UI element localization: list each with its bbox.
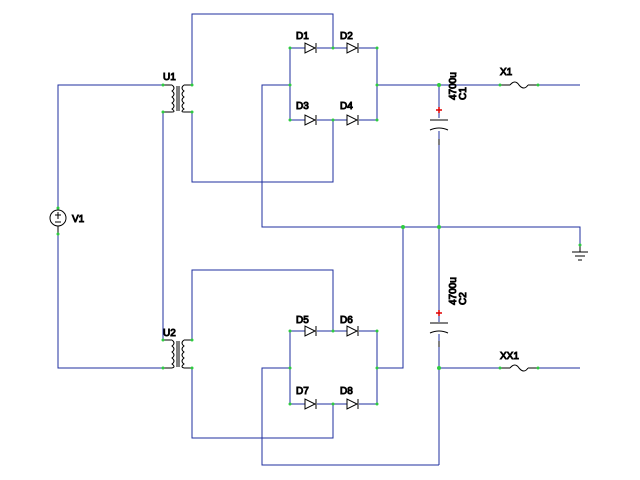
voltage-source-v1[interactable]: V1 xyxy=(49,209,85,234)
u1-label: U1 xyxy=(163,72,176,83)
junction-dot xyxy=(437,366,441,370)
pin-dot xyxy=(190,110,194,114)
capacitor-icon xyxy=(429,322,449,347)
transformer-u1[interactable]: U1 xyxy=(163,72,192,113)
capacitor-c1[interactable]: 4700u C1 xyxy=(429,72,470,145)
ground-icon xyxy=(572,245,588,261)
pin-dot xyxy=(56,206,60,210)
diode-d4[interactable]: D4 xyxy=(340,101,359,126)
diode-d5[interactable]: D5 xyxy=(296,315,317,337)
pin-dot xyxy=(288,402,292,406)
pin-dot xyxy=(161,83,165,87)
pin-dot xyxy=(331,402,335,406)
wire-u2-sec-top xyxy=(191,269,334,340)
junction-dot xyxy=(401,225,405,229)
pin-dot xyxy=(331,329,335,333)
wire-bridge2-negative xyxy=(261,367,439,466)
pin-dot xyxy=(56,232,60,236)
c2-label: C2 xyxy=(458,292,469,305)
pin-dot xyxy=(331,46,335,50)
diode-d1[interactable]: D1 xyxy=(296,31,317,54)
pin-dot xyxy=(331,118,335,122)
fuse-x1[interactable]: X1 xyxy=(500,67,538,89)
pin-dot xyxy=(536,366,540,370)
wire-bridge1-negative xyxy=(261,84,581,245)
wire-bridge2-positive xyxy=(377,227,404,369)
c1-label: C1 xyxy=(458,87,469,100)
pin-dot xyxy=(288,118,292,122)
pin-dot xyxy=(288,329,292,333)
pin-dot xyxy=(190,83,194,87)
pin-dot xyxy=(375,83,379,87)
c1-value: 4700u xyxy=(448,72,459,100)
diode-icon xyxy=(346,42,359,54)
pin-dot xyxy=(375,329,379,333)
polarity-plus-icon xyxy=(436,310,442,316)
transformer-u2[interactable]: U2 xyxy=(163,328,192,369)
diode-d6[interactable]: D6 xyxy=(340,315,359,337)
d7-label: D7 xyxy=(296,386,309,397)
c2-value: 4700u xyxy=(448,277,459,305)
polarity-plus-icon xyxy=(436,107,442,113)
pin-dot xyxy=(288,46,292,50)
capacitor-c2[interactable]: 4700u C2 xyxy=(429,277,470,347)
wire-source-top xyxy=(57,84,163,208)
pin-dot xyxy=(375,402,379,406)
pin-dot xyxy=(375,46,379,50)
fuse-icon xyxy=(500,364,538,372)
junction-dot xyxy=(437,83,441,87)
wires xyxy=(57,13,581,466)
d4-label: D4 xyxy=(340,101,353,112)
pin-dot xyxy=(536,83,540,87)
pin-dot xyxy=(375,366,379,370)
d3-label: D3 xyxy=(296,101,309,112)
pin-dot xyxy=(498,366,502,370)
diode-d2[interactable]: D2 xyxy=(340,31,359,54)
u2-label: U2 xyxy=(163,328,176,339)
d5-label: D5 xyxy=(296,315,309,326)
xx1-label: XX1 xyxy=(500,351,519,362)
x1-label: X1 xyxy=(500,67,513,78)
pin-dot xyxy=(288,366,292,370)
d6-label: D6 xyxy=(340,315,353,326)
diode-icon xyxy=(304,325,317,337)
junction-dot xyxy=(437,225,441,229)
d1-label: D1 xyxy=(296,31,309,42)
diode-icon xyxy=(346,398,359,410)
pin-dot xyxy=(288,83,292,87)
pin-dot xyxy=(498,83,502,87)
diode-icon xyxy=(346,325,359,337)
pin-dot xyxy=(578,243,582,247)
diode-d3[interactable]: D3 xyxy=(296,101,317,126)
transformer-icon xyxy=(163,84,192,113)
wire-u1-sec-top xyxy=(191,13,334,85)
pin-dot xyxy=(190,338,194,342)
pin-dot xyxy=(161,338,165,342)
pin-dot xyxy=(375,118,379,122)
d8-label: D8 xyxy=(340,386,353,397)
diode-d7[interactable]: D7 xyxy=(296,386,317,410)
diode-icon xyxy=(346,114,359,126)
fuse-xx1[interactable]: XX1 xyxy=(500,351,538,372)
wire-source-bottom xyxy=(57,234,163,369)
v1-label: V1 xyxy=(72,214,85,225)
ground-symbol[interactable] xyxy=(572,245,588,261)
voltage-source-icon xyxy=(49,209,67,234)
diode-icon xyxy=(304,114,317,126)
capacitor-icon xyxy=(429,119,449,145)
pin-markers xyxy=(56,46,582,406)
pin-dot xyxy=(161,366,165,370)
diode-icon xyxy=(304,42,317,54)
diode-icon xyxy=(304,398,317,410)
transformer-icon xyxy=(163,339,192,369)
d2-label: D2 xyxy=(340,31,353,42)
pin-dot xyxy=(161,110,165,114)
diode-d8[interactable]: D8 xyxy=(340,386,359,410)
fuse-icon xyxy=(500,81,538,89)
pin-dot xyxy=(190,366,194,370)
